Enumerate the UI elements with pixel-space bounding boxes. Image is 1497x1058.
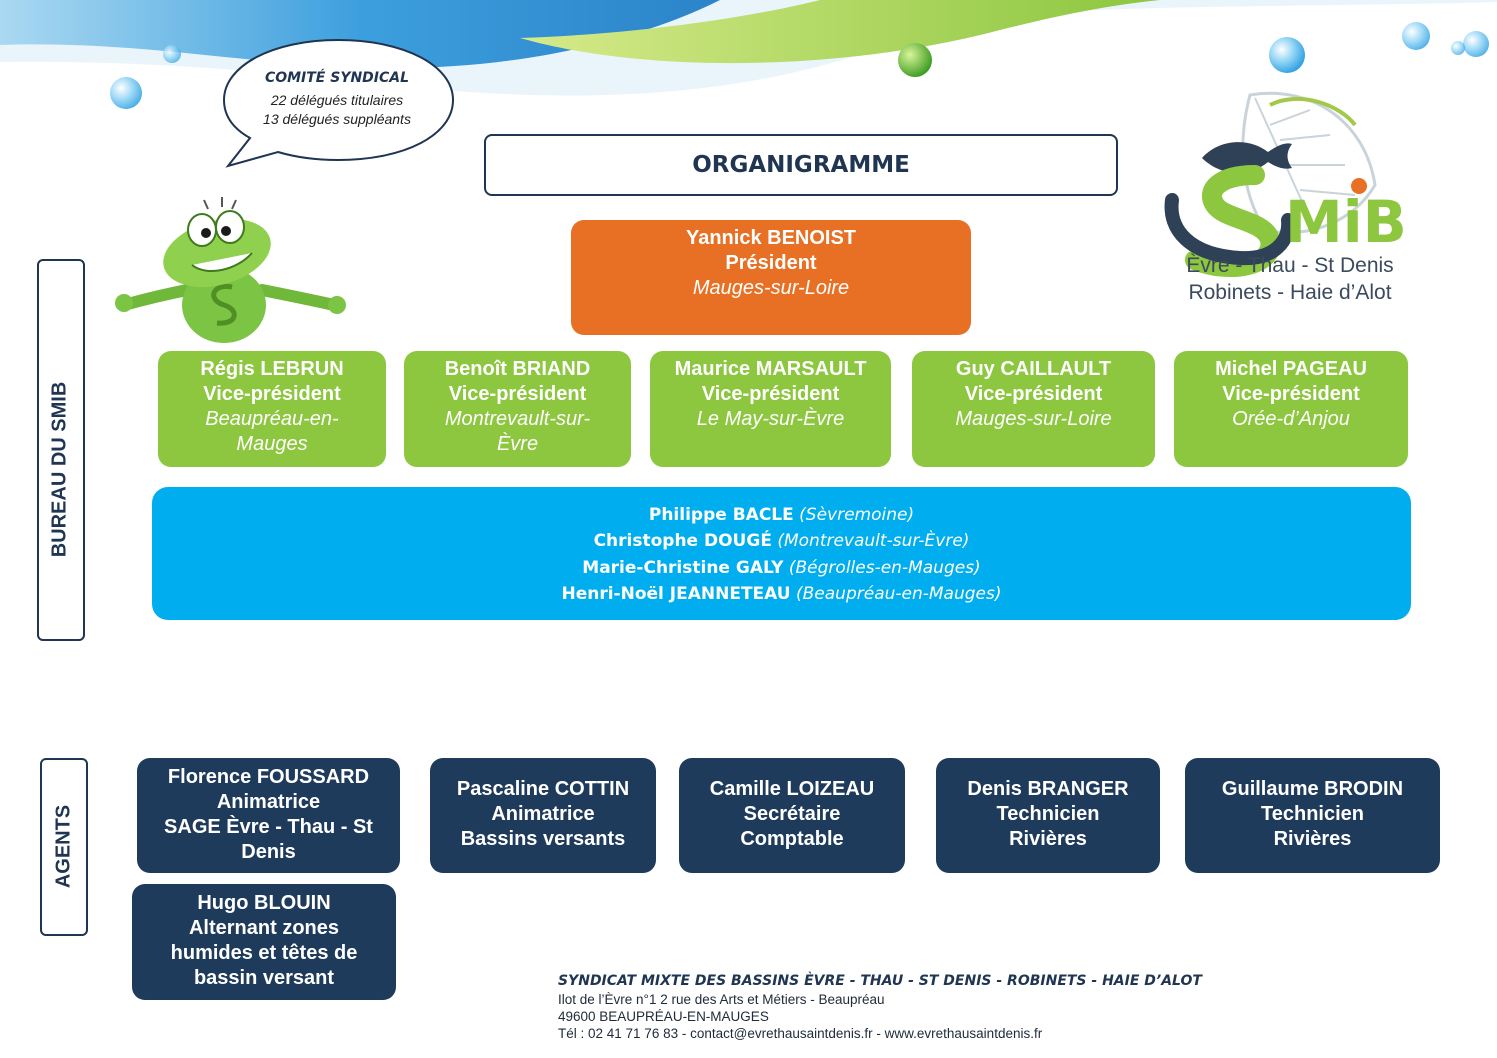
agent-role: Alternant zones humides et têtes de bass… (170, 917, 358, 989)
agent-role: Technicien (1261, 803, 1364, 825)
vp-role: Vice-président (203, 383, 341, 405)
vp-name: Régis LEBRUN (200, 358, 344, 380)
member-name: Henri-Noël JEANNETEAU (561, 584, 791, 604)
vice-president-box: Michel PAGEAU Vice-président Orée-d’Anjo… (1174, 351, 1408, 467)
agent-box: Pascaline COTTIN Animatrice Bassins vers… (430, 758, 656, 873)
member-name: Christophe DOUGÉ (593, 531, 772, 551)
vp-name: Michel PAGEAU (1215, 358, 1367, 380)
agent-box: Florence FOUSSARD Animatrice SAGE Èvre -… (137, 758, 400, 873)
member-line: Henri-Noël JEANNETEAU (Beaupréau-en-Maug… (561, 581, 1001, 608)
vp-commune: Mauges-sur-Loire (955, 408, 1112, 430)
agent-name: Florence FOUSSARD (167, 766, 370, 788)
footer-contact: Tél : 02 41 71 76 83 - contact@evrethaus… (558, 1026, 1043, 1041)
comite-titulaires: 22 délégués titulaires (270, 92, 404, 108)
member-commune: (Sèvremoine) (799, 504, 915, 525)
president-box: Yannick BENOIST Président Mauges-sur-Loi… (571, 220, 971, 335)
agent-box: Guillaume BRODIN Technicien Rivières (1185, 758, 1440, 873)
footer-city: 49600 BEAUPRÉAU-EN-MAUGES (558, 1009, 769, 1024)
agent-role: Secrétaire (743, 803, 841, 825)
comite-suppleants: 13 délégués suppléants (263, 111, 411, 127)
logo-caption-2: Robinets - Haie d’Alot (1188, 281, 1392, 304)
agent-name: Pascaline COTTIN (456, 778, 630, 800)
agent-detail: Rivières (1009, 828, 1087, 850)
member-name: Marie-Christine GALY (582, 557, 784, 578)
bureau-members-box: Philippe BACLE (Sèvremoine) Christophe D… (152, 487, 1411, 620)
agent-name: Guillaume BRODIN (1221, 778, 1404, 800)
member-line: Christophe DOUGÉ (Montrevault-sur-Èvre) (594, 528, 970, 555)
member-name: Philippe BACLE (648, 504, 794, 525)
bubble-decoration-icon (222, 38, 455, 168)
vp-role: Vice-président (448, 383, 587, 405)
agent-box: Camille LOIZEAU Secrétaire Comptable (679, 758, 905, 873)
bureau-label: BUREAU DU SMIB (48, 381, 71, 558)
member-line: Marie-Christine GALY (Bégrolles-en-Mauge… (582, 555, 980, 582)
title-box: ORGANIGRAMME (484, 134, 1118, 196)
vp-name: Guy CAILLAULT (955, 358, 1112, 380)
vp-commune: Le May-sur-Èvre (696, 408, 845, 430)
bureau-frame (37, 259, 85, 641)
vp-role: Vice-président (701, 383, 840, 405)
vp-role: Vice-président (1222, 383, 1360, 405)
member-commune: (Montrevault-sur-Èvre) (777, 531, 970, 551)
agent-role: Technicien (996, 803, 1100, 825)
frog-mascot-icon (115, 197, 346, 343)
agent-role: Animatrice (216, 791, 321, 813)
vp-commune: Orée-d’Anjou (1232, 408, 1350, 430)
comite-title: COMITÉ SYNDICAL (264, 70, 410, 86)
agent-name: Hugo BLOUIN (197, 892, 331, 914)
vp-commune: Beaupréau-en-Mauges (205, 408, 339, 455)
member-commune: (Bégrolles-en-Mauges) (788, 557, 981, 578)
page-title: ORGANIGRAMME (692, 152, 910, 178)
agent-name: Camille LOIZEAU (709, 778, 875, 800)
agents-label: AGENTS (52, 804, 75, 889)
agent-detail: Rivières (1273, 828, 1352, 850)
agent-name: Denis BRANGER (967, 778, 1129, 800)
agents-frame (40, 758, 88, 936)
smib-logo-icon: MiB (1164, 91, 1407, 277)
vice-president-box: Régis LEBRUN Vice-président Beaupréau-en… (158, 351, 386, 467)
agent-detail: Comptable (740, 828, 844, 850)
vp-name: Benoît BRIAND (444, 358, 591, 380)
member-commune: (Beaupréau-en-Mauges) (796, 584, 1002, 604)
logo-caption-1: Èvre - Thau - St Denis (1186, 254, 1394, 277)
footer: SYNDICAT MIXTE DES BASSINS ÈVRE - THAU -… (558, 973, 1202, 1042)
agent-detail: Bassins versants (460, 828, 626, 850)
agent-box: Denis BRANGER Technicien Rivières (936, 758, 1160, 873)
footer-address: Ilot de l’Èvre n°1 2 rue des Arts et Mét… (558, 992, 885, 1007)
vice-president-box: Benoît BRIAND Vice-président Montrevault… (404, 351, 631, 467)
svg-text:MiB: MiB (1285, 188, 1407, 256)
president-commune: Mauges-sur-Loire (692, 277, 850, 299)
president-role: Président (725, 252, 817, 274)
agent-detail: SAGE Èvre - Thau - St Denis (164, 816, 373, 863)
vice-president-box: Guy CAILLAULT Vice-président Mauges-sur-… (912, 351, 1155, 467)
vp-role: Vice-président (964, 383, 1103, 405)
vp-commune: Montrevault-sur-Èvre (444, 408, 591, 455)
agent-role: Animatrice (491, 803, 595, 825)
footer-org: SYNDICAT MIXTE DES BASSINS ÈVRE - THAU -… (558, 973, 1202, 989)
president-name: Yannick BENOIST (685, 227, 857, 249)
vp-name: Maurice MARSAULT (674, 358, 867, 380)
agent-box: Hugo BLOUIN Alternant zones humides et t… (132, 884, 396, 1000)
member-line: Philippe BACLE (Sèvremoine) (649, 502, 914, 529)
vice-president-box: Maurice MARSAULT Vice-président Le May-s… (650, 351, 891, 467)
